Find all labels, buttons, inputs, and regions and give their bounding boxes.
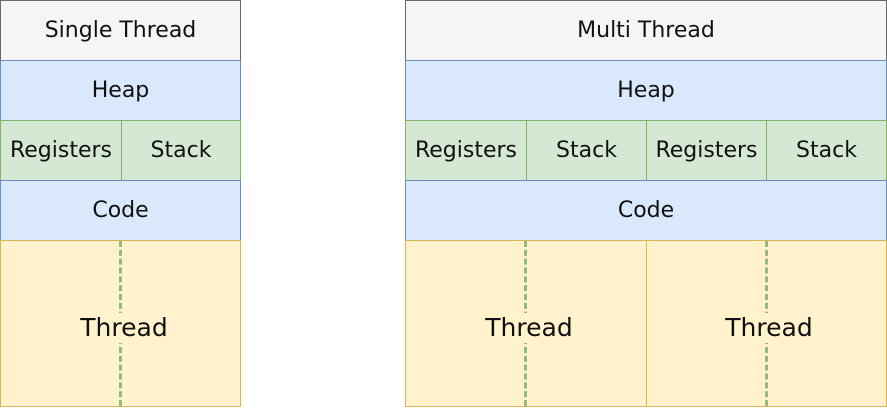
multi-thread-title: Multi Thread xyxy=(405,0,887,61)
single-code-block: Code xyxy=(0,180,241,241)
multi-thread-label-2: Thread xyxy=(721,313,817,343)
single-heap-block: Heap xyxy=(0,60,241,121)
multi-code-block: Code xyxy=(405,180,887,241)
single-thread-title: Single Thread xyxy=(0,0,241,61)
multi-registers-block-2: Registers xyxy=(646,120,767,181)
multi-registers-block-1: Registers xyxy=(405,120,527,181)
multi-stack-block-2: Stack xyxy=(766,120,887,181)
multi-heap-block: Heap xyxy=(405,60,887,121)
multi-stack-block-1: Stack xyxy=(526,120,647,181)
single-thread-label: Thread xyxy=(76,313,172,343)
single-registers-block: Registers xyxy=(0,120,122,181)
single-stack-block: Stack xyxy=(121,120,241,181)
multi-thread-label-1: Thread xyxy=(481,313,577,343)
